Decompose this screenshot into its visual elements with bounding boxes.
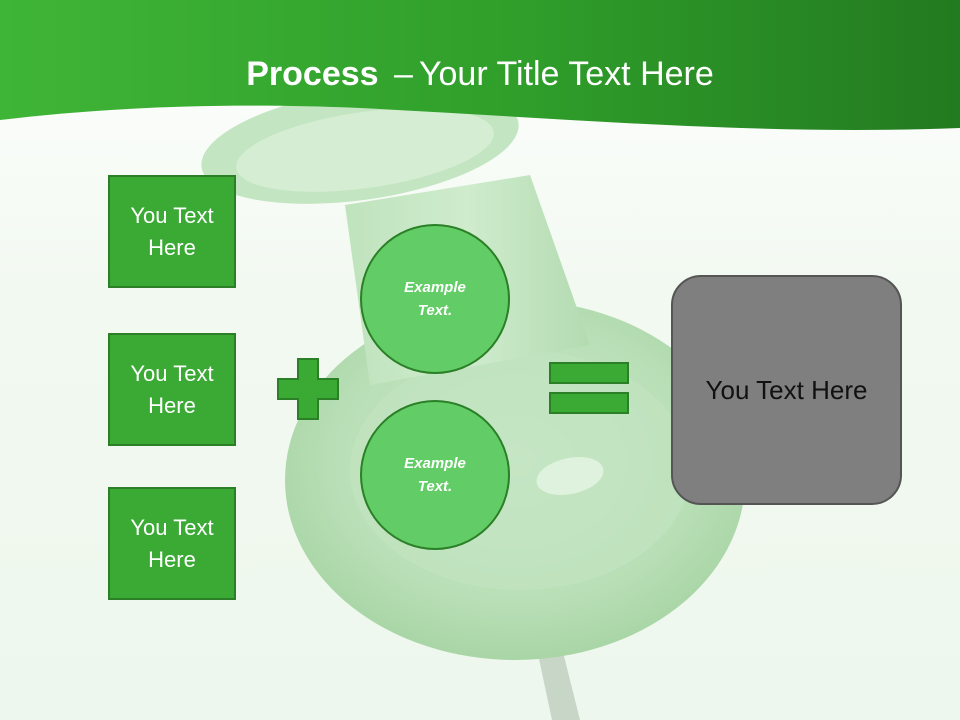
result-box-label: You Text Here (705, 374, 868, 405)
slide-title: Process –Your Title Text Here (0, 52, 960, 96)
title-bold-part: Process (246, 55, 379, 93)
example-circle-2[interactable]: Example Text. (360, 400, 510, 550)
title-main-text: Your Title Text Here (418, 55, 714, 93)
result-box[interactable]: You Text Here (671, 275, 902, 505)
left-text-box-1[interactable]: You Text Here (108, 175, 236, 288)
circle-label: Example Text. (404, 279, 466, 319)
plus-icon (277, 358, 339, 420)
left-text-box-label: You Text Here (130, 360, 214, 418)
left-text-box-3[interactable]: You Text Here (108, 487, 236, 600)
left-text-box-label: You Text Here (130, 514, 214, 572)
example-circle-1[interactable]: Example Text. (360, 224, 510, 374)
left-text-box-label: You Text Here (130, 202, 214, 260)
circle-label: Example Text. (404, 455, 466, 495)
title-dash: – (394, 55, 413, 93)
left-text-box-2[interactable]: You Text Here (108, 333, 236, 446)
equals-icon (549, 362, 629, 414)
header-banner (0, 0, 960, 130)
